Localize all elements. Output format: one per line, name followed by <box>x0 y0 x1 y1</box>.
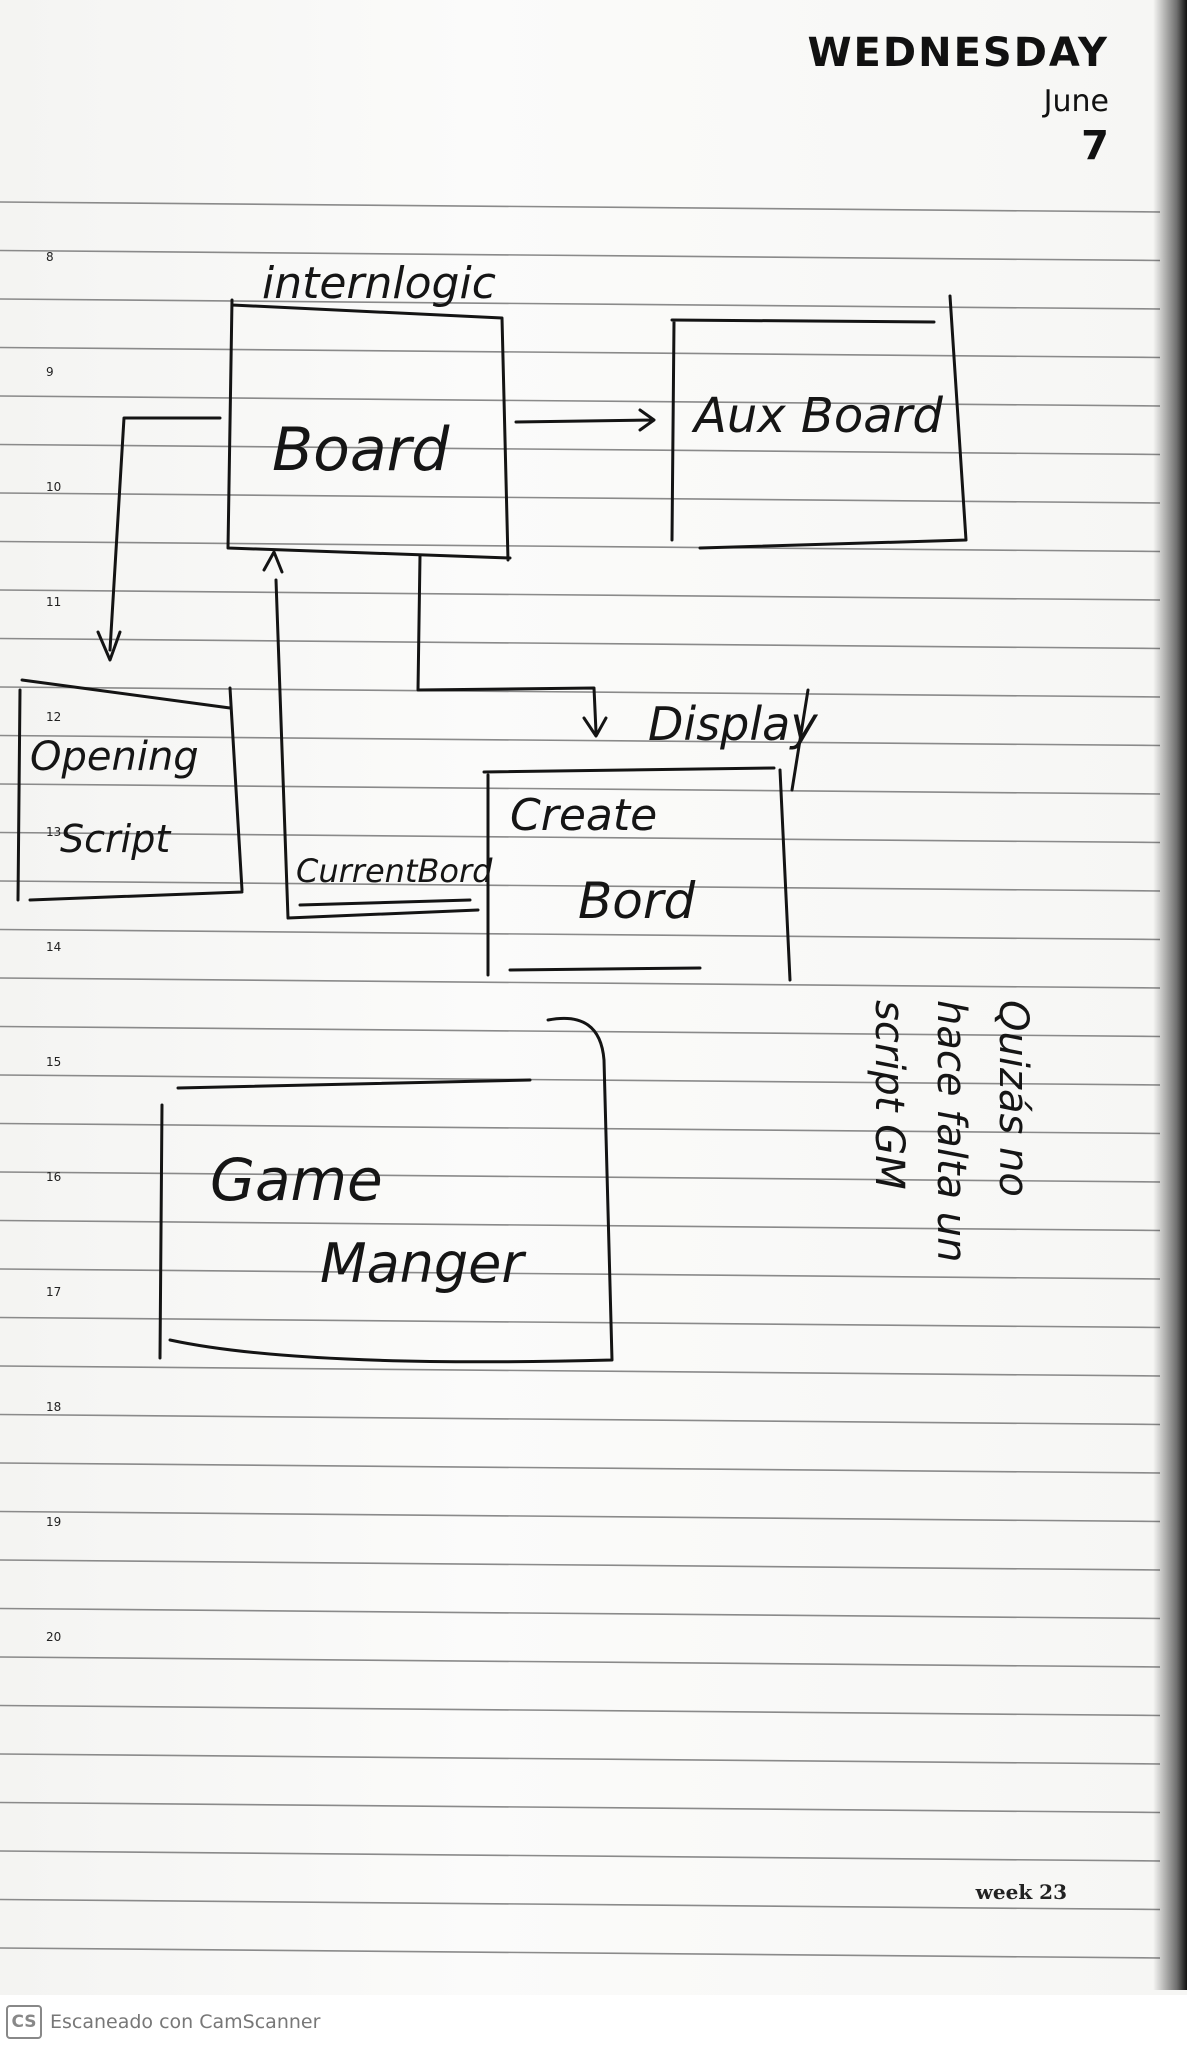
ruled-line <box>0 1413 1161 1426</box>
hour-label: 8 <box>46 250 54 264</box>
ruled-line <box>0 346 1161 359</box>
ruled-line <box>0 831 1161 844</box>
note-line-3: script GM <box>866 1000 912 1190</box>
ruled-line <box>0 977 1161 989</box>
ruled-line <box>0 443 1161 456</box>
ruled-line <box>0 1510 1161 1523</box>
camscanner-logo: CS <box>6 2004 42 2039</box>
hour-label: 14 <box>46 940 62 954</box>
ruled-line <box>0 492 1161 504</box>
ruled-line <box>0 201 1161 213</box>
ruled-line <box>0 637 1161 650</box>
game-manager-label-1: Game <box>210 1146 383 1214</box>
ruled-line <box>0 1316 1161 1329</box>
display-flourish <box>790 688 810 792</box>
ruled-line <box>0 1171 1161 1183</box>
hour-label: 18 <box>46 1400 62 1414</box>
create-board-label-2: Bord <box>578 872 695 930</box>
ruled-line <box>0 589 1161 601</box>
ruled-line <box>0 1219 1161 1232</box>
arrow-create-to-board <box>262 550 480 920</box>
hour-label: 11 <box>46 595 62 609</box>
ruled-lines <box>0 201 1161 2008</box>
hour-label: 17 <box>46 1285 62 1299</box>
board-box <box>226 298 512 562</box>
hour-label: 20 <box>46 1630 62 1644</box>
ruled-line <box>0 395 1161 407</box>
current-board-underline <box>298 898 472 907</box>
ruled-line <box>0 880 1161 892</box>
ruled-line <box>0 1801 1161 1814</box>
internlogic-caption: internlogic <box>262 258 496 309</box>
month-label: June <box>1043 84 1109 119</box>
ruled-line <box>0 1462 1161 1474</box>
ruled-line <box>0 1122 1161 1135</box>
opening-script-label-2: Script <box>60 817 172 861</box>
binding-shadow <box>1153 0 1187 1990</box>
game-manager-label-2: Manger <box>320 1232 526 1295</box>
scanner-footer: CS Escaneado con CamScanner <box>0 1995 1187 2048</box>
ruled-line <box>0 1025 1161 1038</box>
date-header: WEDNESDAY June 7 <box>807 30 1109 169</box>
hour-label: 9 <box>46 365 54 379</box>
ruled-line <box>0 1074 1161 1086</box>
weekday-label: WEDNESDAY <box>807 30 1109 76</box>
note-line-1: Quizás no <box>990 1000 1036 1197</box>
display-caption: Display <box>648 697 818 751</box>
ruled-line <box>0 1656 1161 1668</box>
opening-script-box <box>16 678 244 902</box>
day-number: 7 <box>1081 123 1109 169</box>
note-line-2: hace falta un <box>928 1000 974 1263</box>
hour-label: 12 <box>46 710 62 724</box>
arrow-board-to-create <box>416 554 608 738</box>
opening-script-label-1: Opening <box>30 734 199 780</box>
ruled-line <box>0 734 1161 747</box>
ruled-line <box>0 540 1161 553</box>
hour-label: 13 <box>46 825 62 839</box>
create-board-box <box>482 766 792 982</box>
ruled-line <box>0 298 1161 310</box>
ruled-line <box>0 783 1161 795</box>
hour-label: 16 <box>46 1170 62 1184</box>
create-board-label-1: Create <box>510 790 657 841</box>
week-label: week 23 <box>975 1880 1067 1904</box>
ruled-line <box>0 1607 1161 1620</box>
aux-board-label: Aux Board <box>691 388 943 444</box>
ruled-line <box>0 928 1161 941</box>
ruled-line <box>0 686 1161 698</box>
hour-label: 10 <box>46 480 62 494</box>
arrow-board-to-opening <box>96 416 222 662</box>
game-manager-box <box>158 1016 614 1364</box>
ruled-line <box>0 1753 1161 1765</box>
ruled-line <box>0 249 1161 262</box>
ruled-line <box>0 1268 1161 1280</box>
aux-board-box <box>670 294 968 550</box>
ruled-line <box>0 1947 1161 1959</box>
ruled-line <box>0 1898 1161 1911</box>
arrow-board-to-aux <box>514 408 656 432</box>
ruled-line <box>0 1365 1161 1377</box>
ruled-line <box>0 1850 1161 1862</box>
ruled-line <box>0 1704 1161 1717</box>
hour-label: 15 <box>46 1055 62 1069</box>
hour-label: 19 <box>46 1515 62 1529</box>
camscanner-text: Escaneado con CamScanner <box>50 2010 321 2033</box>
ruled-line <box>0 1559 1161 1571</box>
side-note: Quizás no hace falta un script GM <box>866 1000 1036 1263</box>
board-label: Board <box>272 415 450 485</box>
current-board-label: CurrentBord <box>296 852 493 890</box>
